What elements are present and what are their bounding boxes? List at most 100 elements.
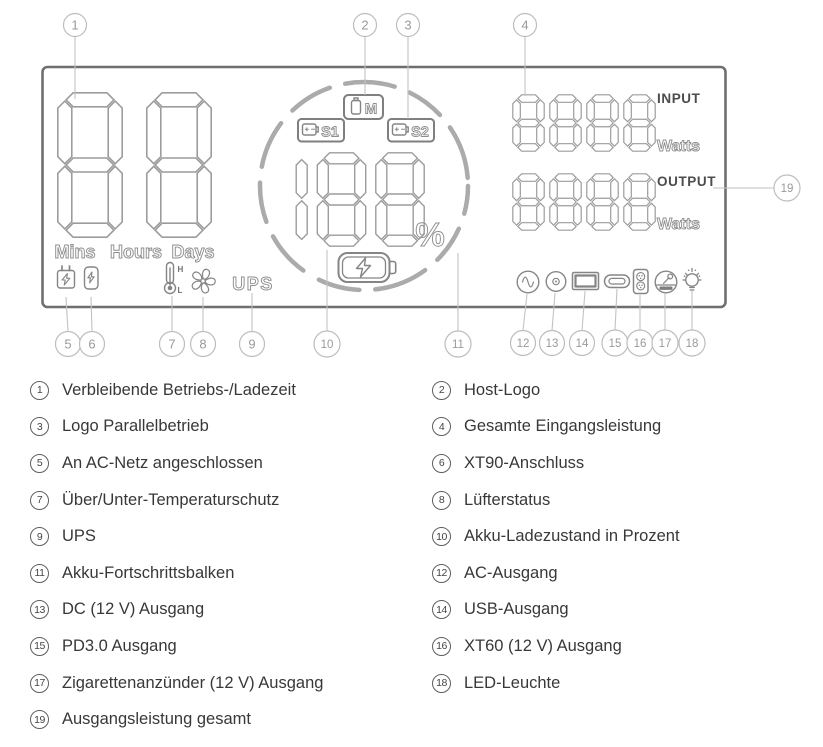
callout-2: 2 <box>352 12 378 95</box>
input-unit: Watts <box>657 138 700 155</box>
legend-label: An AC-Netz angeschlossen <box>62 453 263 472</box>
legend-item-12: 12 AC-Ausgang <box>432 555 800 592</box>
callout-7: 7 <box>158 296 186 358</box>
legend-label: Ausgangsleistung gesamt <box>62 710 251 729</box>
legend-item-14: 14 USB-Ausgang <box>432 592 800 629</box>
legend-label: Verbleibende Betriebs-/Ladezeit <box>62 380 296 399</box>
mins-label: Mins <box>54 242 95 262</box>
legend-item-15: 15 PD3.0 Ausgang <box>30 628 432 665</box>
svg-text:5: 5 <box>64 337 71 352</box>
s2-label: S2 <box>411 125 429 141</box>
host-logo-badge: M <box>343 94 384 120</box>
legend-number-badge: 3 <box>30 417 49 437</box>
legend-number-badge: 14 <box>432 600 451 620</box>
callout-18: 18 <box>678 291 706 357</box>
callout-16: 16 <box>626 295 654 357</box>
legend-number-badge: 2 <box>432 380 451 400</box>
legend-number-badge: 15 <box>30 636 49 656</box>
callout-12: 12 <box>509 293 537 357</box>
legend-item-17: 17 Zigarettenanzünder (12 V) Ausgang <box>30 665 432 702</box>
pd-usbc-output-icon <box>603 274 631 289</box>
legend-item-1: 1 Verbleibende Betriebs-/Ladezeit <box>30 372 432 409</box>
input-label: INPUT <box>657 91 701 106</box>
svg-text:13: 13 <box>546 338 559 350</box>
host-logo-label: M <box>365 101 378 118</box>
output-unit: Watts <box>657 216 700 233</box>
svg-text:18: 18 <box>686 338 699 350</box>
svg-text:3: 3 <box>404 18 411 33</box>
svg-text:16: 16 <box>634 338 647 350</box>
legend-number-badge: 17 <box>30 673 49 693</box>
legend-label: Zigarettenanzünder (12 V) Ausgang <box>62 673 324 692</box>
cigarette-lighter-output-icon <box>654 270 678 294</box>
svg-text:6: 6 <box>88 337 95 352</box>
legend-label: Über/Unter-Temperaturschutz <box>62 490 280 509</box>
legend-number-badge: 12 <box>432 563 451 583</box>
svg-text:19: 19 <box>781 183 794 195</box>
legend-number-badge: 19 <box>30 710 49 730</box>
legend-label: USB-Ausgang <box>464 600 569 619</box>
legend-item-19: 19 Ausgangsleistung gesamt <box>30 701 432 738</box>
svg-text:9: 9 <box>248 337 255 352</box>
legend-number-badge: 9 <box>30 527 49 547</box>
legend-number-badge: 4 <box>432 417 451 437</box>
legend-number-badge: 5 <box>30 453 49 473</box>
legend-number-badge: 1 <box>30 380 49 400</box>
parallel-s1-badge: S1 <box>297 118 345 143</box>
legend-number-badge: 16 <box>432 636 451 656</box>
parallel-s2-badge: S2 <box>387 118 435 143</box>
callout-4: 4 <box>512 12 538 96</box>
legend-number-badge: 18 <box>432 673 451 693</box>
legend-label: AC-Ausgang <box>464 563 558 582</box>
output-label: OUTPUT <box>657 174 716 189</box>
led-light-icon <box>682 267 702 291</box>
ac-output-icon <box>516 270 540 294</box>
legend-item-4: 4 Gesamte Eingangsleistung <box>432 409 800 446</box>
legend-number-badge: 10 <box>432 527 451 547</box>
svg-text:10: 10 <box>321 339 334 351</box>
svg-text:4: 4 <box>521 18 528 33</box>
svg-text:12: 12 <box>517 338 530 350</box>
legend-number-badge: 8 <box>432 490 451 510</box>
battery-small-icon <box>350 97 362 115</box>
callout-10: 10 <box>313 250 341 358</box>
legend-label: PD3.0 Ausgang <box>62 636 177 655</box>
callout-15: 15 <box>601 288 629 357</box>
legend-item-7: 7 Über/Unter-Temperaturschutz <box>30 482 432 519</box>
legend-label: Gesamte Eingangsleistung <box>464 417 662 436</box>
legend-label: DC (12 V) Ausgang <box>62 600 205 619</box>
callout-19: 19 <box>713 174 801 202</box>
svg-text:L: L <box>178 286 183 295</box>
callout-3: 3 <box>395 12 421 119</box>
dc-output-icon <box>545 270 567 293</box>
svg-text:7: 7 <box>168 337 175 352</box>
svg-text:11: 11 <box>452 339 464 351</box>
callout-11: 11 <box>444 253 472 358</box>
days-label: Days <box>171 242 214 262</box>
svg-text:1: 1 <box>71 18 78 33</box>
svg-text:17: 17 <box>659 338 672 350</box>
xt60-output-icon <box>632 268 649 295</box>
svg-text:15: 15 <box>609 338 622 350</box>
input-digits <box>512 94 656 152</box>
battery-percent-digits <box>295 152 425 247</box>
callout-17: 17 <box>651 293 679 357</box>
callout-13: 13 <box>538 292 566 357</box>
s1-label: S1 <box>321 125 339 141</box>
legend-number-badge: 7 <box>30 490 49 510</box>
callout-1: 1 <box>62 12 88 99</box>
temperature-protection-icon: H L <box>163 261 184 295</box>
ups-label: UPS <box>232 274 274 294</box>
svg-text:2: 2 <box>361 18 368 33</box>
battery-charging-icon <box>337 252 397 283</box>
svg-text:H: H <box>178 265 184 274</box>
fan-status-icon <box>191 268 216 294</box>
legend-number-badge: 6 <box>432 453 451 473</box>
